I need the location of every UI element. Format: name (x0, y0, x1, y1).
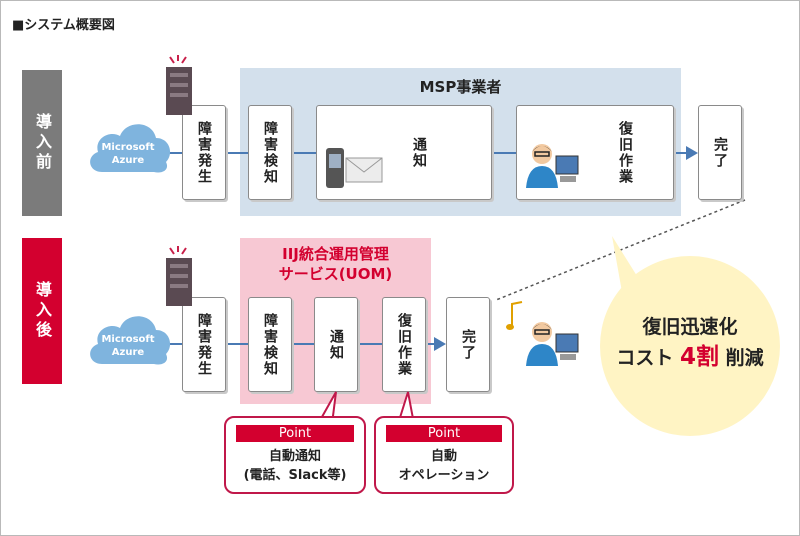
step-label: 完了 (712, 136, 728, 169)
step-notification: 通知 (314, 297, 358, 392)
connector (674, 152, 692, 154)
result-line2: コスト 4割 削減 (600, 342, 780, 373)
server-icon (166, 55, 192, 115)
step-label: 復旧作業 (396, 312, 412, 377)
cloud-icon (90, 316, 171, 365)
uom-title-line1: IIJ統合運用管理 (282, 245, 389, 263)
step-label: 障害発生 (196, 120, 212, 185)
point-description: 自動通知 (電話、Slack等) (224, 447, 366, 485)
msp-panel-title: MSP事業者 (419, 78, 502, 96)
cloud-label-line2: Azure (111, 347, 145, 358)
cloud-label-line2: Azure (111, 155, 145, 166)
step-detection: 障害検知 (248, 105, 292, 200)
cloud-icon (90, 124, 171, 173)
point-badge: Point (386, 425, 502, 442)
result-text: 復旧迅速化 コスト 4割 削減 (600, 312, 780, 373)
step-notification: 通知 (316, 105, 492, 200)
connector (292, 152, 316, 154)
step-occurrence: 障害発生 (182, 297, 226, 392)
connector (226, 152, 248, 154)
step-complete: 完了 (698, 105, 742, 200)
point-desc-line1: 自動 (430, 449, 457, 464)
result-suffix: 削減 (725, 347, 764, 369)
cloud-label-line1: Microsoft (101, 142, 155, 153)
cloud-label: Microsoft Azure (84, 333, 172, 359)
connector (160, 152, 182, 154)
point-desc-line2: オペレーション (398, 468, 490, 483)
step-occurrence: 障害発生 (182, 105, 226, 200)
step-label: 障害検知 (262, 312, 278, 377)
cloud-label-line1: Microsoft (101, 334, 155, 345)
step-complete: 完了 (446, 297, 490, 392)
step-label: 復旧作業 (617, 120, 633, 185)
connector (292, 343, 314, 345)
result-prefix: コスト (616, 347, 674, 369)
step-label: 通知 (328, 328, 344, 361)
connector (358, 343, 382, 345)
row-label-before: 導入前 (22, 70, 62, 216)
step-label: 障害検知 (262, 120, 278, 185)
point-desc-line1: 自動通知 (268, 449, 321, 464)
music-note-icon (506, 301, 523, 330)
page-title: ■システム概要図 (12, 18, 115, 33)
result-line1: 復旧迅速化 (642, 316, 738, 338)
engineer-pc-icon (526, 322, 579, 366)
result-bubble (600, 236, 780, 436)
uom-title-line2: サービス(UOM) (278, 265, 393, 283)
step-detection: 障害検知 (248, 297, 292, 392)
cloud-label: Microsoft Azure (84, 141, 172, 167)
row-label-after: 導入後 (22, 238, 62, 384)
step-recovery: 復旧作業 (382, 297, 426, 392)
server-icon (166, 246, 192, 306)
point-badge: Point (236, 425, 354, 442)
point-description: 自動 オペレーション (374, 447, 514, 485)
connector (492, 152, 516, 154)
uom-panel-title: IIJ統合運用管理 サービス(UOM) (240, 244, 431, 284)
step-label: 完了 (460, 328, 476, 361)
arrow-right-icon (434, 337, 446, 351)
result-number: 4割 (679, 344, 719, 370)
arrow-right-icon (686, 146, 698, 160)
engineer-pc-icon (526, 144, 579, 188)
connector (424, 343, 436, 345)
phone-mail-icon (326, 148, 383, 188)
connector (226, 343, 248, 345)
connector (160, 343, 182, 345)
point-desc-line2: (電話、Slack等) (243, 468, 347, 483)
step-label: 通知 (411, 136, 427, 169)
step-label: 障害発生 (196, 312, 212, 377)
